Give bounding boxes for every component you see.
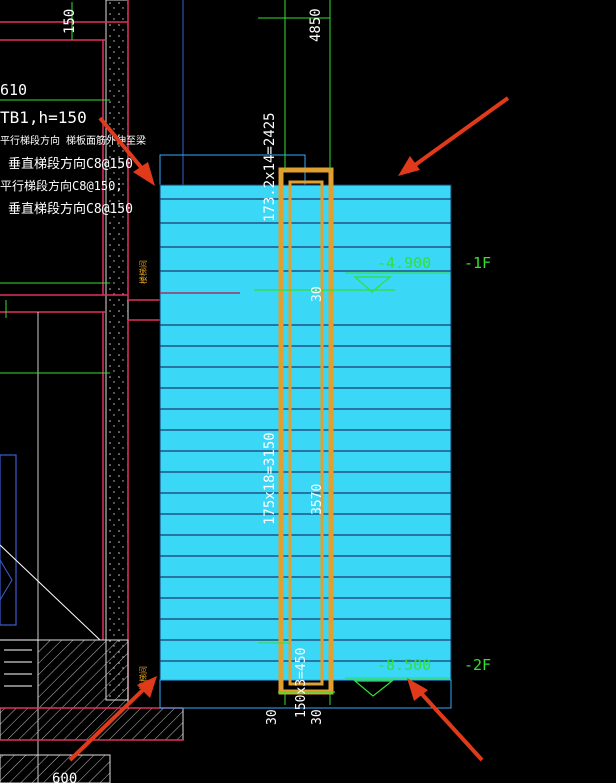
dim-upper-run: 173.2x14=2425 — [262, 112, 278, 222]
level-symbol-lower — [353, 680, 394, 697]
stair-plan: 4850 173.2x14=2425 175x18=3150 30 3570 3… — [159, 0, 491, 725]
dim-marks — [4, 649, 32, 687]
dim-bottom-b: 150x3=450 — [294, 648, 309, 718]
arrow-bottom-left — [68, 676, 157, 762]
dim-rail-lower: 3570 — [310, 484, 325, 515]
hatch-block — [37, 639, 129, 709]
arrow-bottom-right — [407, 678, 484, 762]
dim-top-left: 150 — [62, 9, 78, 34]
dim-lower-run: 175x18=3150 — [262, 432, 278, 525]
dim-bottom-c: 30 — [310, 709, 325, 725]
dim-rail-upper: 30 — [310, 286, 325, 302]
wall-band — [105, 0, 129, 701]
hatch-block — [0, 707, 184, 741]
arrow-top-right — [398, 96, 510, 176]
side-label-bottom: 楼梯间 — [138, 666, 148, 690]
stair-treads — [160, 198, 451, 662]
stair-bottom-outline — [159, 679, 452, 709]
level-elev-upper: -4.900 — [377, 254, 431, 272]
level-floor-upper: -1F — [464, 254, 491, 272]
level-elev-lower: -8.500 — [377, 656, 431, 674]
side-label-top: 楼梯间 — [138, 260, 148, 284]
dim-top-height: 4850 — [308, 8, 324, 42]
diagonal-ramp — [0, 544, 101, 641]
handrail-inner — [288, 180, 324, 686]
note-line-6: 垂直梯段方向C8@150 — [8, 201, 133, 217]
hatch-block — [0, 754, 111, 783]
arrow-top-left — [98, 116, 155, 186]
blue-outline — [0, 454, 17, 626]
note-line-4: 垂直梯段方向C8@150 — [8, 156, 133, 172]
annotation-arrows — [68, 96, 510, 762]
left-structure — [0, 0, 184, 783]
dim-bottom-left: 600 — [52, 771, 77, 783]
note-line-1: 610 — [0, 81, 27, 99]
notes: 610 TB1,h=150 平行梯段方向 梯板面筋外伸至梁 垂直梯段方向C8@1… — [0, 9, 148, 783]
diamond-mark — [0, 559, 13, 601]
dim-bottom-a: 30 — [265, 709, 280, 725]
note-line-5: 平行梯段方向C8@150; — [0, 178, 123, 193]
level-symbol-upper — [353, 276, 392, 293]
note-line-3: 平行梯段方向 梯板面筋外伸至梁 — [0, 134, 146, 147]
level-floor-lower: -2F — [464, 656, 491, 674]
note-line-2: TB1,h=150 — [0, 108, 87, 127]
